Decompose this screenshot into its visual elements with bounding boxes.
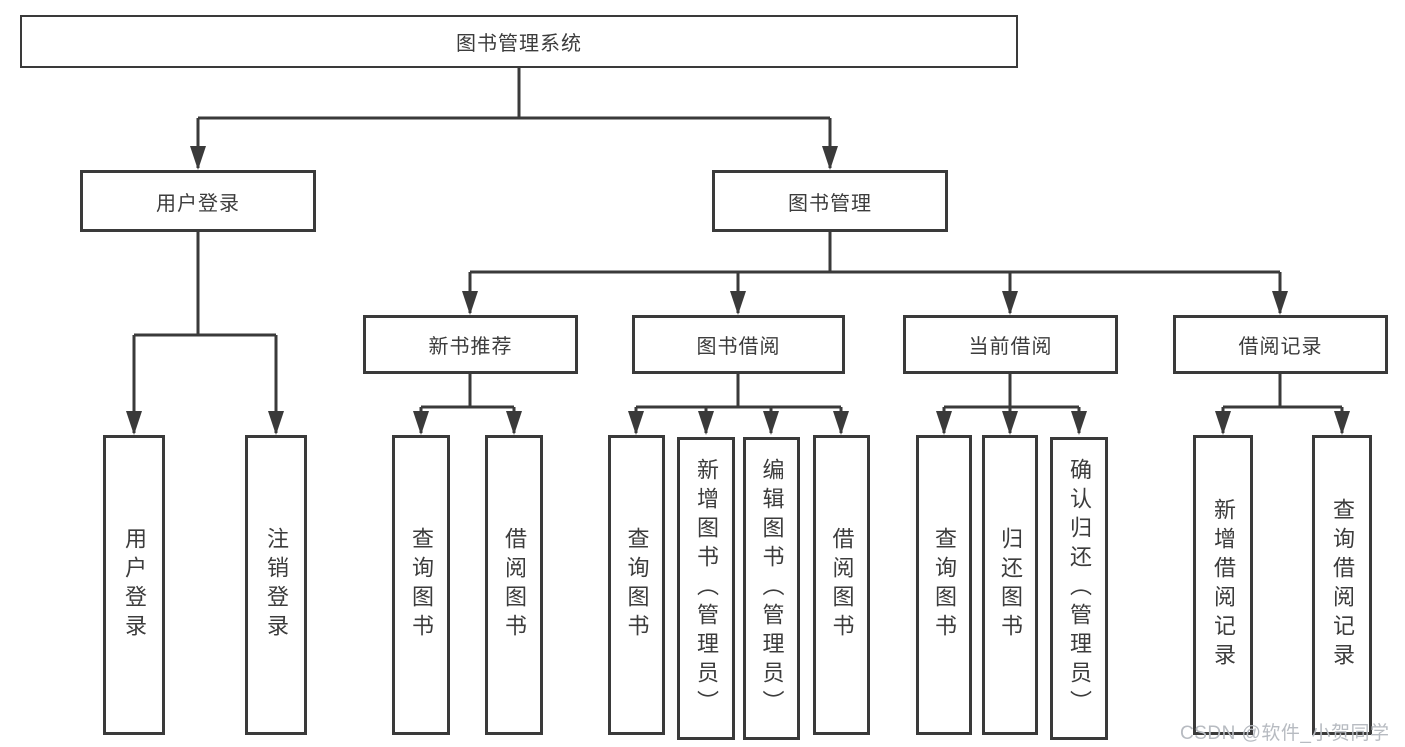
node-label: 注销登录 [264, 527, 289, 643]
node-label: 查询借阅记录 [1330, 498, 1355, 672]
leaf-current-query-books: 查询图书 [916, 435, 972, 735]
node-label: 归还图书 [998, 527, 1023, 643]
leaf-current-confirm-return-admin: 确认归还（管理员） [1050, 437, 1108, 740]
node-label: 用户登录 [122, 527, 147, 643]
leaf-current-return-books: 归还图书 [982, 435, 1038, 735]
leaf-borrow-add-books-admin: 新增图书（管理员） [677, 437, 735, 740]
watermark: CSDN @软件_小贺同学 [1180, 723, 1390, 744]
node-borrow-records: 借阅记录 [1173, 315, 1388, 374]
node-label: 新增图书（管理员） [694, 458, 719, 719]
node-label: 借阅图书 [502, 527, 527, 643]
leaf-user-login: 用户登录 [103, 435, 165, 735]
node-book-management: 图书管理 [712, 170, 948, 232]
node-root: 图书管理系统 [20, 15, 1018, 68]
leaf-borrow-borrow-books: 借阅图书 [813, 435, 870, 735]
leaf-newbooks-borrow-books: 借阅图书 [485, 435, 543, 735]
node-book-borrow: 图书借阅 [632, 315, 845, 374]
node-label: 编辑图书（管理员） [759, 458, 785, 719]
node-label: 图书管理系统 [456, 33, 582, 55]
node-label: 借阅记录 [1238, 336, 1323, 358]
node-label: 图书借阅 [696, 336, 781, 358]
node-label: 新书推荐 [428, 336, 513, 358]
node-label: 图书管理 [788, 192, 872, 215]
leaf-logout-login: 注销登录 [245, 435, 307, 735]
leaf-records-add-record: 新增借阅记录 [1193, 435, 1253, 735]
node-label: 借阅图书 [829, 527, 855, 643]
node-current-borrow: 当前借阅 [903, 315, 1118, 374]
node-label: 查询图书 [409, 527, 434, 643]
node-new-book-recommend: 新书推荐 [363, 315, 578, 374]
leaf-records-query-record: 查询借阅记录 [1312, 435, 1372, 735]
node-label: 确认归还（管理员） [1067, 458, 1092, 719]
leaf-newbooks-query-books: 查询图书 [392, 435, 450, 735]
leaf-borrow-query-books: 查询图书 [608, 435, 665, 735]
node-label: 新增借阅记录 [1211, 498, 1236, 672]
node-user-login: 用户登录 [80, 170, 316, 232]
node-label: 查询图书 [932, 527, 957, 643]
leaf-borrow-edit-books-admin: 编辑图书（管理员） [743, 437, 800, 740]
node-label: 当前借阅 [968, 336, 1053, 358]
node-label: 查询图书 [624, 527, 650, 643]
node-label: 用户登录 [156, 192, 240, 215]
